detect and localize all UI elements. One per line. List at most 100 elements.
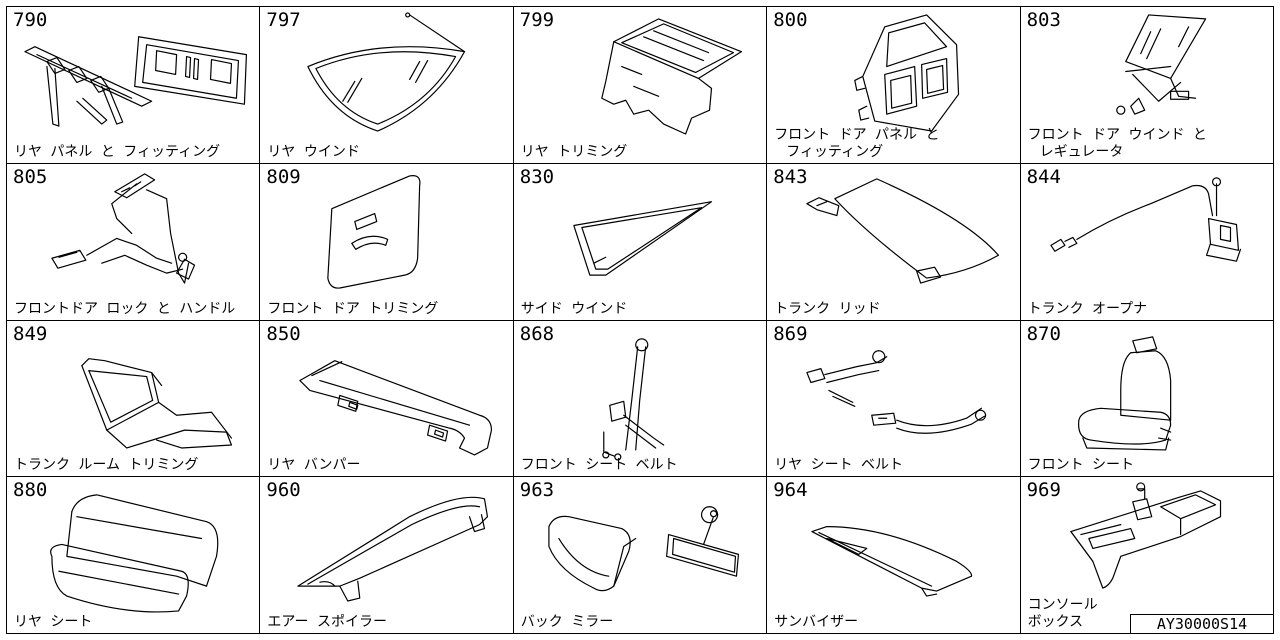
rear-seat-icon <box>50 494 219 613</box>
trunk-lid-icon <box>806 178 1000 284</box>
label-line: レギュレータ <box>1039 143 1124 160</box>
label-line: リヤ ウインド <box>267 143 360 160</box>
catalog-item-880[interactable]: 880 リヤ シート <box>7 477 261 634</box>
part-group-label: エアー スポイラー <box>267 614 387 631</box>
label-line: リヤ シート <box>14 614 93 630</box>
label-line: フロント シート ベルト <box>520 457 678 474</box>
part-group-code: 803 <box>1026 9 1061 31</box>
rear-panel-fitting-icon <box>24 36 248 127</box>
part-group-label: トランク リッド <box>774 301 880 318</box>
catalog-item-803[interactable]: 803 フロント ドア ウインド とレギュレータ <box>1020 7 1274 164</box>
label-line: サイド ウインド <box>520 300 628 317</box>
part-group-code: 869 <box>773 322 808 345</box>
catalog-item-799[interactable]: 799 リヤ トリミング <box>513 7 768 164</box>
label-line: フロント シート <box>1027 457 1135 474</box>
part-group-label: フロント ドア ウインド とレギュレータ <box>1028 127 1207 161</box>
label-line: エアー スポイラー <box>267 614 387 630</box>
part-group-code: 830 <box>519 165 555 188</box>
catalog-item-868[interactable]: 868 フロント シート ベルト <box>513 320 768 478</box>
part-group-code: 960 <box>266 479 301 502</box>
catalog-item-790[interactable]: 790 リヤ パネル と フィッティング <box>7 7 261 164</box>
catalog-item-869[interactable]: 869 リヤ シート ベルト <box>767 320 1021 478</box>
part-group-code: 870 <box>1026 322 1061 345</box>
label-line: トランク ルーム トリミング <box>14 457 199 474</box>
label-line: リヤ シート ベルト <box>774 457 904 474</box>
catalog-item-870[interactable]: 870 フロント シート <box>1020 320 1274 478</box>
catalog-item-960[interactable]: 960 エアー スポイラー <box>260 477 514 634</box>
front-door-panel-icon <box>854 14 960 132</box>
part-group-label: リヤ バンパー <box>267 457 360 474</box>
part-group-code: 797 <box>266 9 301 31</box>
part-group-label: リヤ シート ベルト <box>774 457 903 474</box>
catalog-item-963[interactable]: 963 バック ミラー <box>513 477 768 634</box>
front-door-window-regulator-icon <box>1115 14 1206 115</box>
back-mirror-icon <box>548 506 739 592</box>
label-line: サンバイザー <box>774 614 859 630</box>
part-group-code: 969 <box>1026 479 1061 502</box>
label-line: リヤ トリミング <box>520 143 628 160</box>
part-group-label: フロント シート <box>1028 457 1134 474</box>
catalog-item-844[interactable]: 844 トランク オープナ <box>1020 163 1274 321</box>
part-group-label: サンバイザー <box>774 614 858 631</box>
part-group-label: リヤ パネル と フィッティング <box>14 144 220 161</box>
label-line: リヤ バンパー <box>267 457 361 474</box>
catalog-item-830[interactable]: 830 サイド ウインド <box>513 163 768 321</box>
rear-trimming-icon <box>600 18 742 135</box>
catalog-item-797[interactable]: 797 リヤ ウインド <box>260 7 514 164</box>
air-spoiler-icon <box>297 496 489 602</box>
front-door-lock-handle-icon <box>51 173 196 284</box>
catalog-item-849[interactable]: 849 トランク ルーム トリミング <box>7 320 261 478</box>
part-group-code: 844 <box>1026 165 1061 188</box>
part-group-code: 805 <box>13 165 48 188</box>
side-window-icon <box>573 200 712 276</box>
part-group-code: 880 <box>13 479 48 502</box>
part-group-label: サイド ウインド <box>521 301 627 318</box>
rear-window-icon <box>307 12 466 132</box>
sun-visor-icon <box>811 526 973 597</box>
part-group-code: 964 <box>773 479 808 502</box>
console-box-icon <box>1069 482 1221 589</box>
catalog-item-969[interactable]: 969 コンソールボックス <box>1020 477 1274 634</box>
part-group-code: 799 <box>519 9 555 31</box>
label-line: フロント ドア ウインド と <box>1027 126 1207 143</box>
front-seat-icon <box>1077 335 1171 451</box>
catalog-item-843[interactable]: 843 トランク リッド <box>767 163 1021 321</box>
part-group-code: 843 <box>773 165 808 188</box>
label-line: コンソール <box>1027 597 1098 613</box>
rear-bumper-icon <box>299 359 493 456</box>
label-line: トランク リッド <box>774 300 881 317</box>
part-group-label: フロント ドア トリミング <box>267 301 438 318</box>
part-group-code: 963 <box>519 479 555 502</box>
label-line: フィッティング <box>786 143 884 160</box>
part-group-label: フロントドア ロック と ハンドル <box>14 301 235 318</box>
rear-seat-belt-icon <box>806 349 987 434</box>
part-group-label: リヤ ウインド <box>267 144 359 161</box>
front-seat-belt-icon <box>602 337 665 460</box>
label-line: フロント ドア トリミング <box>267 300 439 317</box>
part-group-label: リヤ トリミング <box>521 144 627 161</box>
part-group-label: トランク ルーム トリミング <box>14 457 198 474</box>
part-group-code: 809 <box>266 165 301 188</box>
part-group-label: リヤ シート <box>14 614 92 631</box>
part-group-code: 790 <box>13 9 48 31</box>
trunk-opener-icon <box>1049 177 1241 262</box>
parts-catalog-grid: 790 リヤ パネル と フィッティング 797 リヤ ウインド 799 リヤ トリミング… <box>6 6 1274 634</box>
label-line: トランク オープナ <box>1027 300 1148 317</box>
catalog-item-809[interactable]: 809 フロント ドア トリミング <box>260 163 514 321</box>
part-group-label: フロント シート ベルト <box>521 457 678 474</box>
front-door-trimming-icon <box>327 174 421 289</box>
part-group-label: バック ミラー <box>521 614 613 631</box>
label-line: フロント ドア パネル と <box>774 126 940 143</box>
part-group-label: コンソールボックス <box>1028 597 1098 631</box>
part-group-code: 868 <box>519 322 555 345</box>
part-group-label: トランク オープナ <box>1028 301 1148 318</box>
label-line: リヤ パネル と フィッティング <box>14 143 221 160</box>
trunk-room-trimming-icon <box>81 357 233 449</box>
label-line: フロントドア ロック と ハンドル <box>14 300 236 317</box>
part-group-code: 849 <box>13 322 48 345</box>
catalog-item-964[interactable]: 964 サンバイザー <box>767 477 1021 634</box>
reference-code: AY30000S14 <box>1130 614 1274 634</box>
catalog-item-805[interactable]: 805 フロントドア ロック と ハンドル <box>7 163 261 321</box>
